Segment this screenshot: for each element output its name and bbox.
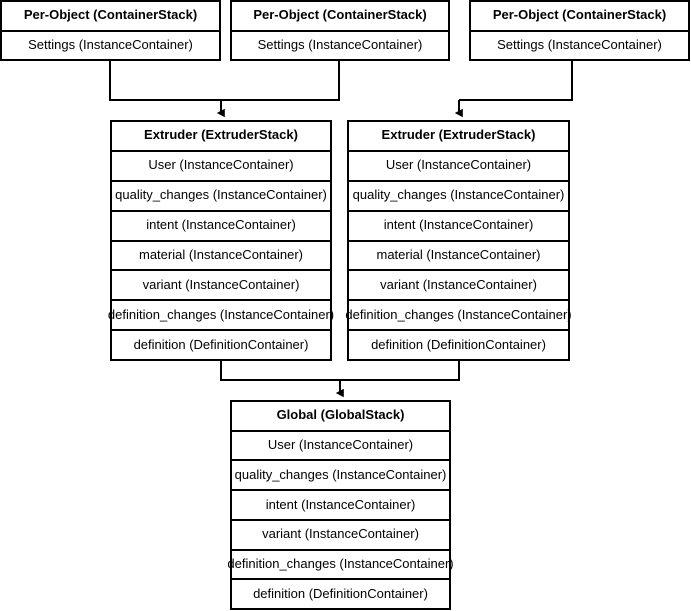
node-row-intent: intent (InstanceContainer) xyxy=(349,209,568,240)
node-row-quality-changes: quality_changes (InstanceContainer) xyxy=(349,179,568,210)
node-row-settings: Settings (InstanceContainer) xyxy=(232,29,448,60)
node-row-definition-changes: definition_changes (InstanceContainer) xyxy=(345,299,572,329)
node-header: Global (GlobalStack) xyxy=(276,407,405,423)
node-row-intent: intent (InstanceContainer) xyxy=(112,209,330,240)
node-header: Per-Object (ContainerStack) xyxy=(492,7,667,23)
node-row-definition: definition (DefinitionContainer) xyxy=(232,578,449,608)
node-row-material: material (InstanceContainer) xyxy=(349,239,568,270)
edge-extruder-2-to-global xyxy=(340,360,460,381)
node-row-variant: variant (InstanceContainer) xyxy=(112,269,330,299)
node-row-settings: Settings (InstanceContainer) xyxy=(2,29,219,60)
node-row-definition-changes: definition_changes (InstanceContainer) xyxy=(108,299,334,329)
node-extruder-2[interactable]: Extruder (ExtruderStack) User (InstanceC… xyxy=(345,120,572,361)
node-row-definition: definition (DefinitionContainer) xyxy=(112,329,330,359)
node-per-object-3[interactable]: Per-Object (ContainerStack) Settings (In… xyxy=(469,0,690,61)
edge-per-object-1-to-extruder-1 xyxy=(109,60,221,101)
node-row-variant: variant (InstanceContainer) xyxy=(349,269,568,299)
node-row-quality-changes: quality_changes (InstanceContainer) xyxy=(112,179,330,210)
node-per-object-2[interactable]: Per-Object (ContainerStack) Settings (In… xyxy=(230,0,450,61)
node-header: Extruder (ExtruderStack) xyxy=(144,127,298,143)
node-row-intent: intent (InstanceContainer) xyxy=(232,489,449,519)
edge-extruder-1-to-global xyxy=(220,360,340,381)
node-row-material: material (InstanceContainer) xyxy=(112,239,330,270)
node-row-user: User (InstanceContainer) xyxy=(232,429,449,460)
node-row-quality-changes: quality_changes (InstanceContainer) xyxy=(232,459,449,489)
node-global[interactable]: Global (GlobalStack) User (InstanceConta… xyxy=(227,400,454,610)
node-header: Extruder (ExtruderStack) xyxy=(381,127,536,143)
edge-per-object-2-to-extruder-1 xyxy=(221,60,340,101)
edge-per-object-3-to-extruder-2 xyxy=(459,60,573,101)
node-row-definition-changes: definition_changes (InstanceContainer) xyxy=(227,548,454,579)
node-row-definition: definition (DefinitionContainer) xyxy=(349,329,568,359)
node-row-variant: variant (InstanceContainer) xyxy=(232,518,449,549)
node-row-settings: Settings (InstanceContainer) xyxy=(471,29,688,60)
node-row-user: User (InstanceContainer) xyxy=(112,149,330,180)
node-row-user: User (InstanceContainer) xyxy=(349,149,568,180)
node-per-object-1[interactable]: Per-Object (ContainerStack) Settings (In… xyxy=(0,0,221,61)
node-extruder-1[interactable]: Extruder (ExtruderStack) User (InstanceC… xyxy=(108,120,334,361)
node-header: Per-Object (ContainerStack) xyxy=(253,7,427,23)
node-header: Per-Object (ContainerStack) xyxy=(23,7,198,23)
